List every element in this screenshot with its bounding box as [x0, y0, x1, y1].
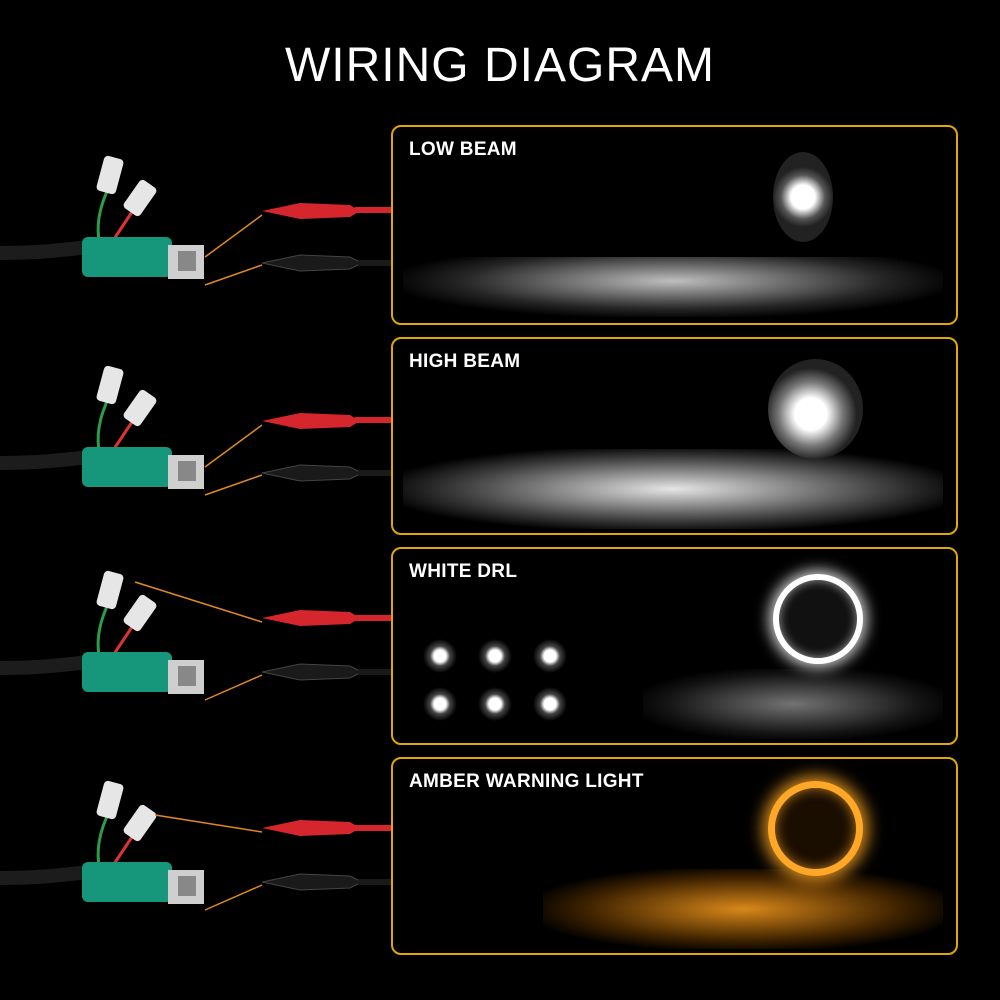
drl-thumbnail-icon — [478, 639, 512, 673]
wiring-illustration-high-beam — [0, 355, 400, 555]
drl-thumbnail-icon — [423, 639, 457, 673]
spade-terminal-icon — [96, 155, 157, 217]
drl-ring-icon — [773, 574, 863, 664]
amber-ring-icon — [768, 781, 863, 876]
headlight-icon — [773, 152, 833, 242]
panel-label-low-beam: LOW BEAM — [409, 139, 517, 160]
panel-label-white-drl: WHITE DRL — [409, 561, 518, 582]
beam-glow — [403, 257, 943, 317]
panel-white-drl: WHITE DRL — [391, 547, 958, 745]
h4-plug-icon — [82, 237, 204, 279]
wiring-illustration-amber-warning-light — [0, 770, 400, 970]
cable-icon — [0, 240, 91, 260]
panel-amber-warning-light: AMBER WARNING LIGHT — [391, 757, 958, 955]
black-alligator-clip-icon — [261, 254, 400, 272]
drl-thumbnail-icon — [423, 687, 457, 721]
panel-label-high-beam: HIGH BEAM — [409, 351, 521, 372]
panel-high-beam: HIGH BEAM — [391, 337, 958, 535]
drl-thumbnail-icon — [533, 639, 567, 673]
beam-glow — [643, 669, 943, 739]
headlight-icon — [768, 359, 863, 459]
red-alligator-clip-icon — [262, 203, 400, 219]
drl-thumbnail-icon — [533, 687, 567, 721]
wiring-illustration-white-drl — [0, 560, 400, 760]
panel-low-beam: LOW BEAM — [391, 125, 958, 325]
beam-glow — [543, 869, 943, 949]
beam-glow — [403, 449, 943, 529]
wiring-illustration-low-beam — [0, 145, 400, 345]
diagram-title: WIRING DIAGRAM — [285, 39, 715, 92]
drl-thumbnail-icon — [478, 687, 512, 721]
panel-label-amber-warning-light: AMBER WARNING LIGHT — [409, 771, 644, 792]
